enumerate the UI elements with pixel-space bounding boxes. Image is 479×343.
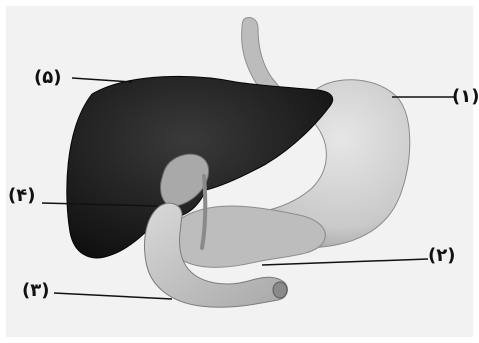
label-2: (۲) [428, 247, 455, 265]
label-1: (۱) [452, 88, 479, 106]
label-5: (۵) [34, 69, 61, 87]
label-4: (۴) [8, 187, 35, 205]
label-3: (۳) [22, 282, 49, 300]
duodenum-opening [273, 282, 287, 298]
